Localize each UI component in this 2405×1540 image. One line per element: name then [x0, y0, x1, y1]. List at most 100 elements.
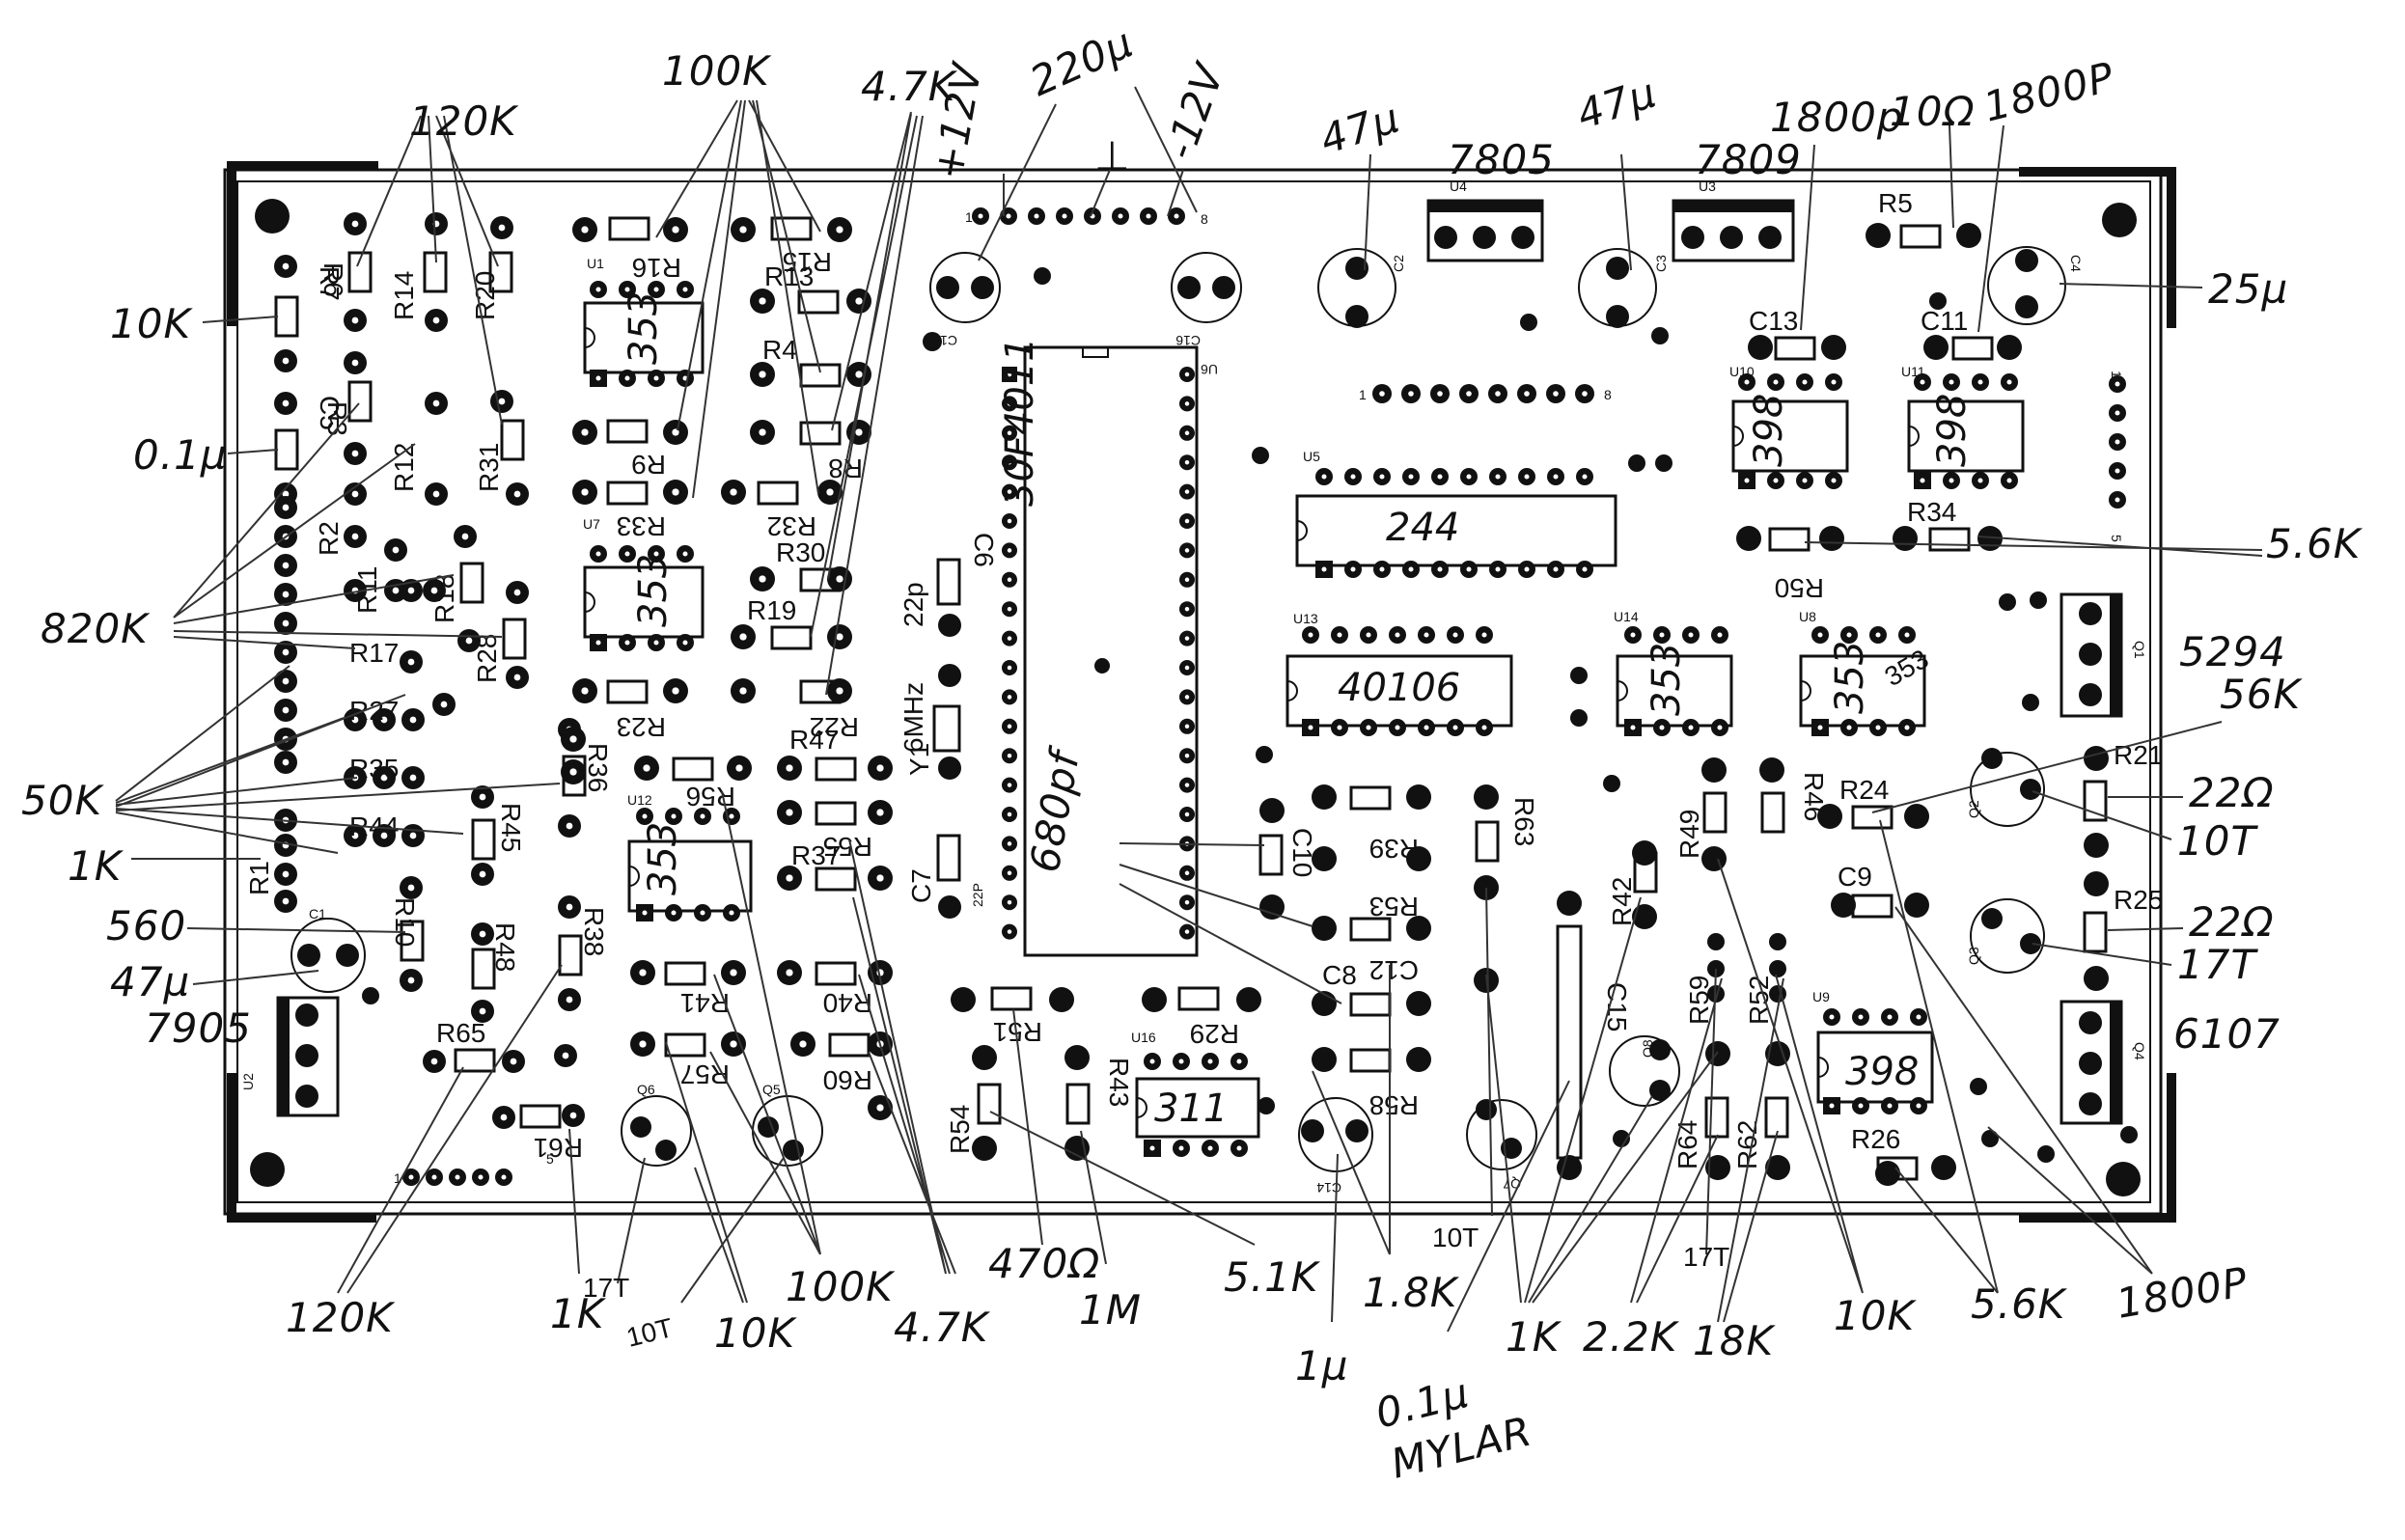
drill-hole — [581, 687, 589, 695]
q2-pin — [2020, 779, 2041, 800]
ic-u5-notch — [1296, 520, 1308, 541]
ic-u11-label: 398 — [1930, 394, 1975, 467]
drill-hole — [786, 764, 793, 772]
pad — [1736, 526, 1761, 551]
note-680p: 680pf — [1021, 742, 1090, 875]
c13-area: C13 — [1748, 306, 1846, 361]
pin5-label: 5 — [546, 1151, 554, 1167]
drill-hole — [1582, 474, 1588, 480]
note-120k-bot: 120K — [286, 1294, 396, 1341]
drill-hole — [978, 213, 983, 219]
drill-hole — [282, 619, 290, 627]
r10-body — [400, 920, 425, 962]
note-1800p-2: 1800P — [1979, 53, 2119, 131]
pad — [1956, 223, 1981, 248]
u2-tab — [278, 998, 290, 1115]
drill-hole — [1408, 566, 1414, 572]
drill-hole — [1062, 213, 1067, 219]
u3-pin — [1720, 226, 1743, 249]
drill-hole — [855, 371, 863, 378]
c4-pad — [2015, 249, 2038, 272]
note-1800p-bot: 1800P — [2113, 1258, 2252, 1328]
pad — [1312, 1047, 1337, 1072]
drill-hole — [1007, 577, 1012, 583]
drill-hole — [786, 809, 793, 816]
leader-1800p-2 — [1977, 124, 2004, 333]
r45-designator: R45 — [496, 803, 526, 852]
leader-4.7k-bot — [848, 839, 956, 1275]
r17-designator: R17 — [349, 638, 399, 668]
ic-u11-notch — [1908, 426, 1920, 447]
drill-hole — [1553, 391, 1559, 397]
note-1800p: 1800p — [1770, 94, 1904, 141]
r25-body — [2083, 911, 2108, 953]
pin1-label: 1 — [1359, 387, 1367, 402]
ic-u7-notch — [584, 591, 595, 613]
r12-designator: R12 — [389, 443, 419, 492]
c15-body — [1556, 924, 1583, 1160]
note-1u: 1µ — [1295, 1342, 1348, 1389]
drill-hole — [1977, 478, 1983, 483]
drill-hole — [1207, 1059, 1213, 1064]
ic-u1-label: 353 — [622, 291, 666, 365]
annotation-leaders — [115, 86, 2263, 1333]
pin8-label: 8 — [1604, 387, 1612, 402]
r37-body — [815, 866, 857, 892]
via — [938, 895, 961, 919]
drill-hole — [351, 832, 359, 839]
r51-body — [990, 986, 1033, 1011]
drill-hole — [1178, 1059, 1184, 1064]
c10-designator: C10 — [1287, 828, 1317, 877]
r34-body — [1928, 527, 1971, 552]
via — [1929, 292, 1947, 310]
drill-hole — [1007, 753, 1012, 758]
pad — [1705, 1155, 1730, 1180]
ic-u7: 353 — [583, 545, 705, 651]
drill-hole — [1437, 566, 1443, 572]
drill-hole — [351, 450, 359, 457]
r13-body — [797, 289, 840, 315]
r24-body — [1851, 805, 1894, 830]
drill-hole — [672, 428, 679, 436]
drill-hole — [1007, 606, 1012, 612]
drill-hole — [380, 716, 388, 724]
ic-u12-body — [627, 839, 753, 913]
c13-body — [1774, 336, 1816, 361]
r65-designator: R65 — [436, 1018, 485, 1048]
r60-body — [828, 1032, 871, 1058]
r29-designator: R29 — [1190, 1019, 1239, 1049]
drill-hole — [1184, 783, 1190, 787]
r25-designator: R25 — [2114, 885, 2163, 915]
r53-designator: R53 — [1369, 892, 1419, 921]
ic-u10: 398 — [1731, 373, 1849, 489]
drill-hole — [1350, 474, 1356, 480]
drill-hole — [432, 316, 440, 324]
drill-hole — [1831, 379, 1837, 385]
pad — [1904, 804, 1929, 829]
r7-designator: R7 — [315, 266, 345, 301]
drill-hole — [759, 575, 766, 583]
drill-hole — [595, 551, 601, 557]
drill-hole — [1184, 518, 1190, 524]
r31-body — [500, 419, 525, 461]
r48-designator: R48 — [490, 922, 520, 972]
drill-hole — [1007, 665, 1012, 671]
note-10t-bot: 10T — [623, 1312, 676, 1353]
r61-body — [519, 1104, 562, 1129]
capacitor-c3: C3 — [1578, 248, 1669, 328]
pad — [1557, 891, 1582, 916]
mcu-via — [1094, 658, 1110, 674]
ic-u1-body — [583, 301, 705, 374]
r41-body — [664, 961, 706, 986]
drill-hole — [513, 490, 521, 498]
r24-designator: R24 — [1839, 775, 1889, 805]
pin8-label: 8 — [1201, 211, 1208, 227]
drill-hole — [836, 633, 843, 641]
pad — [1406, 846, 1431, 871]
r7-body — [274, 295, 299, 338]
capacitor-c16: C16 — [1171, 252, 1242, 348]
via — [938, 756, 961, 780]
drill-hole — [653, 375, 659, 381]
note-56k: 56K — [2220, 671, 2303, 718]
